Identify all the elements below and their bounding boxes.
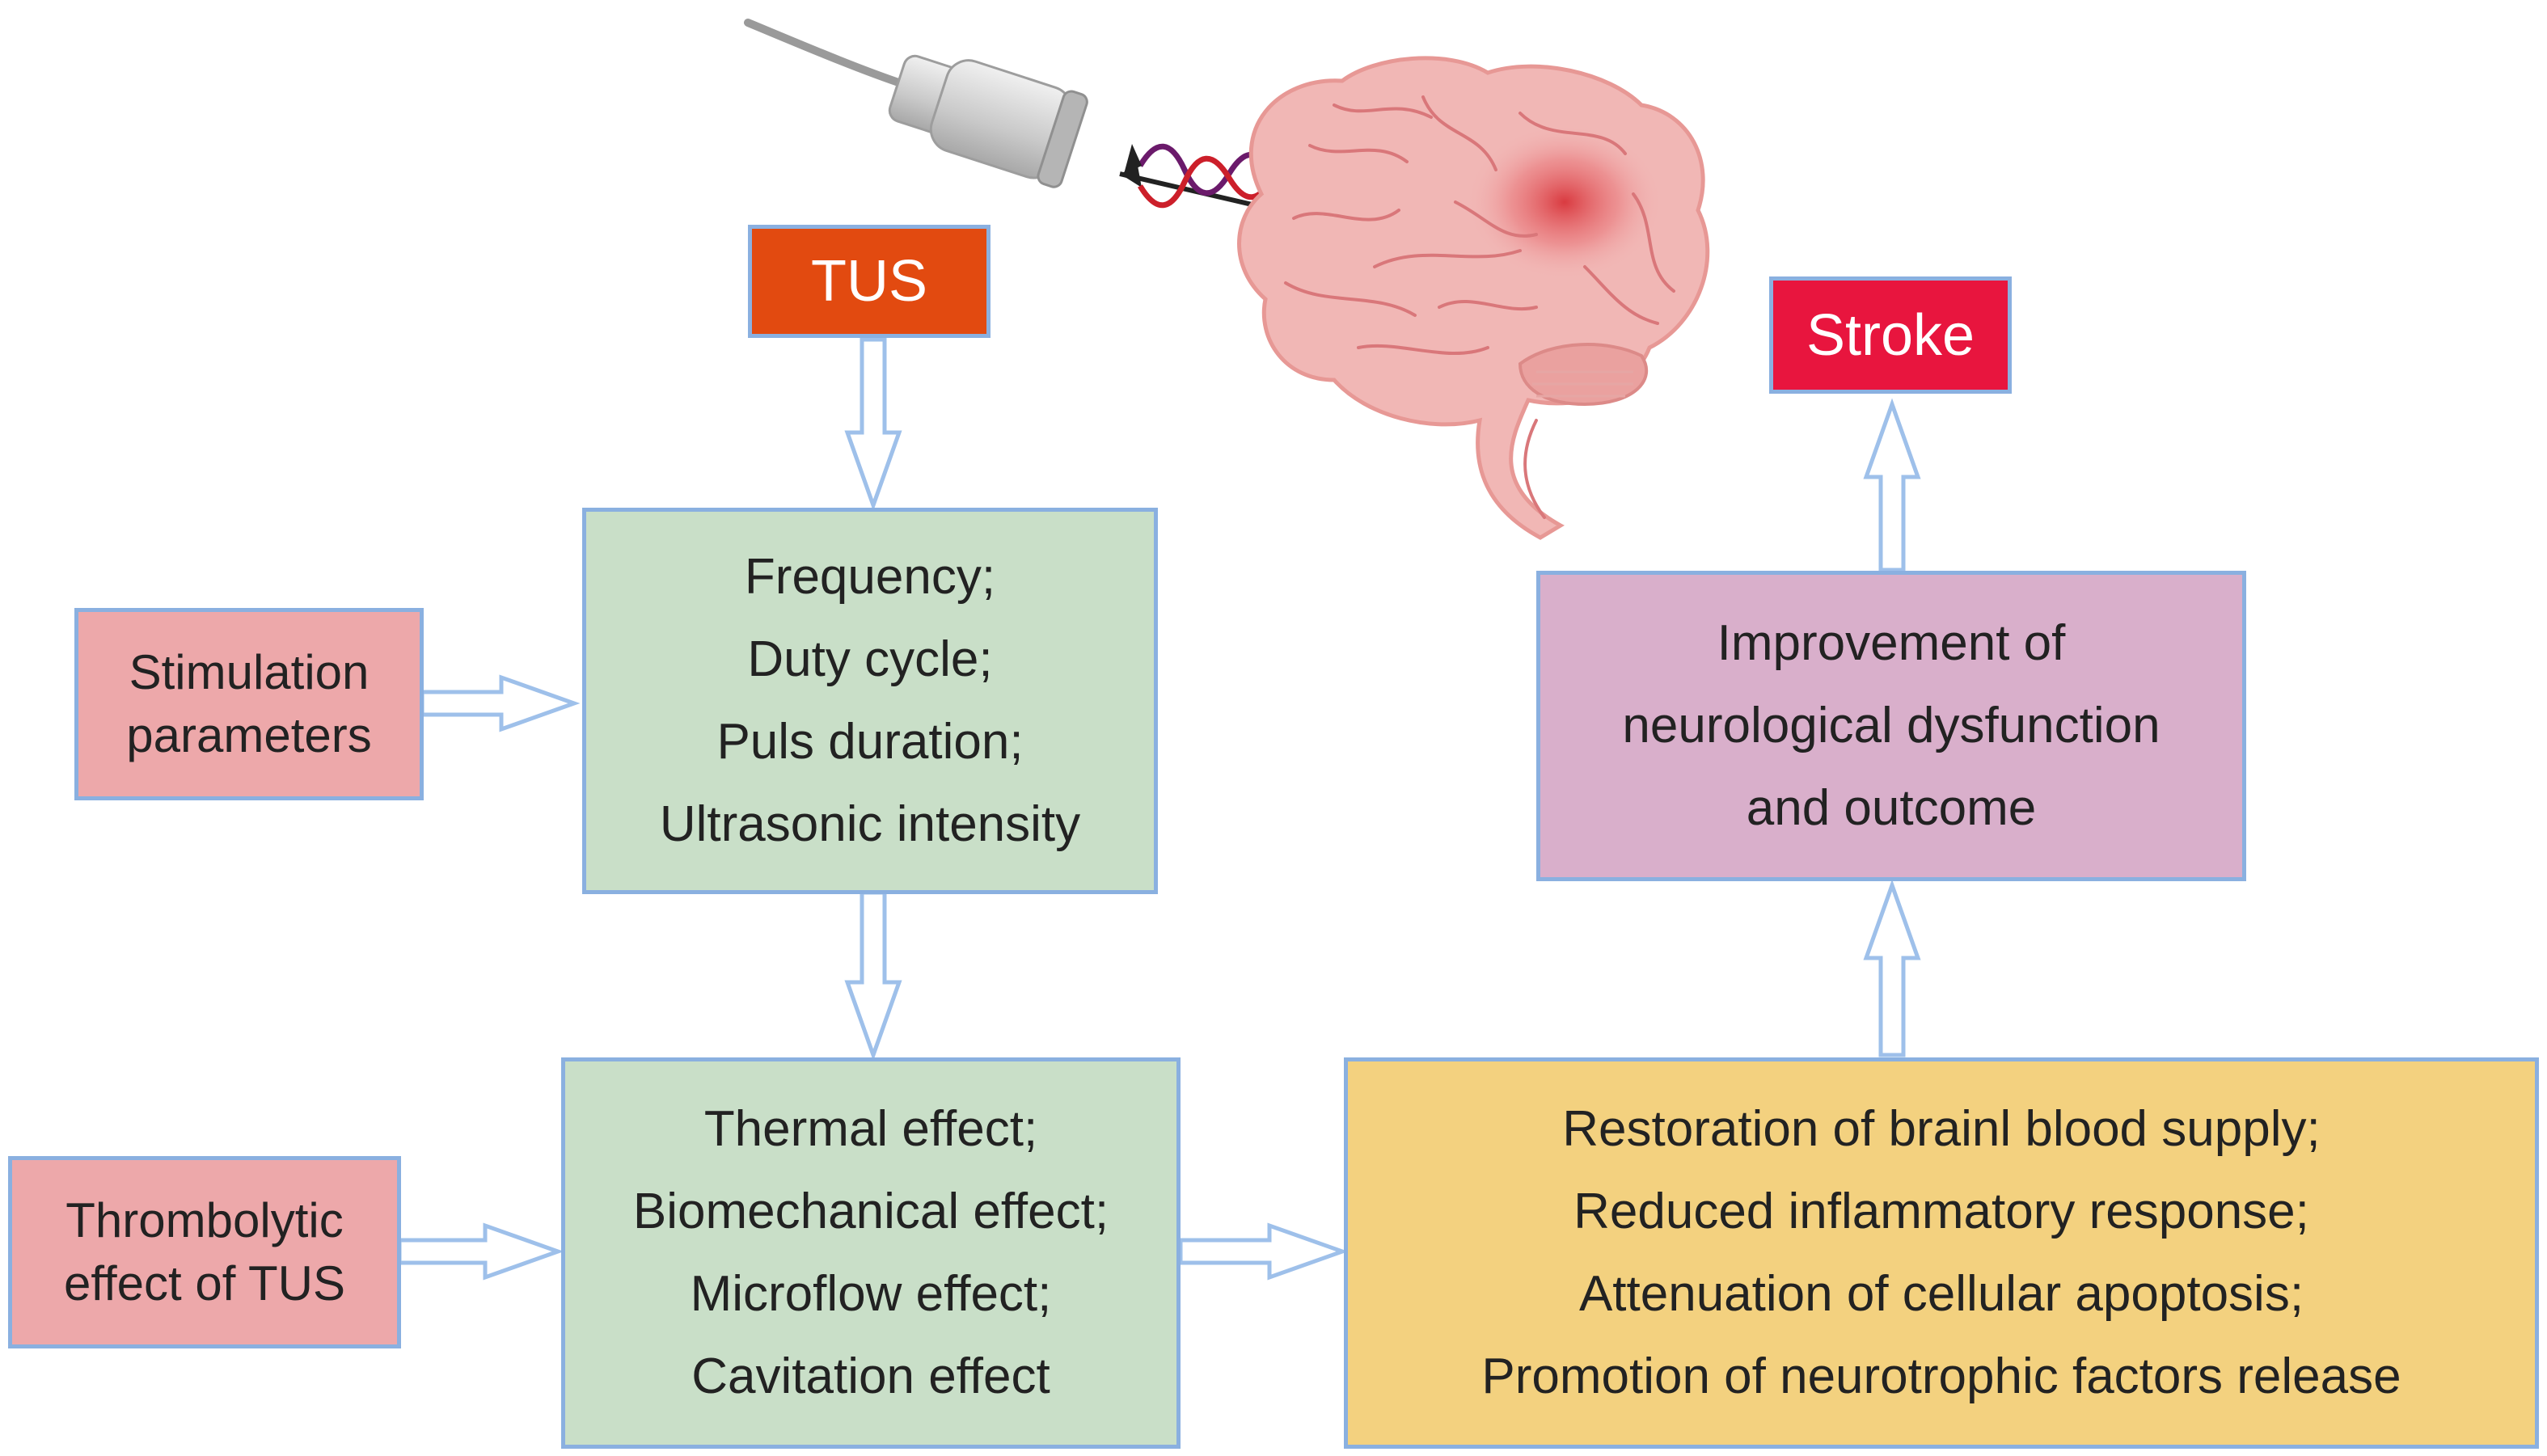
mechanism-neurotrophic: Promotion of neurotrophic factors releas… <box>1481 1348 2401 1404</box>
stimulation-line-2: parameters <box>126 708 372 762</box>
mechanism-blood-supply: Restoration of brainl blood supply; <box>1562 1101 2321 1157</box>
stroke-box: Stroke <box>1769 276 2012 394</box>
arrow-effects-to-mechanisms <box>1178 1222 1349 1281</box>
brain-icon <box>1237 56 1710 540</box>
outcome-line-1: Improvement of <box>1717 615 2066 671</box>
tus-label: TUS <box>811 249 927 314</box>
effect-cavitation: Cavitation effect <box>691 1348 1050 1404</box>
arrow-tus-to-parameters <box>844 337 902 512</box>
stimulation-parameters-box: Stimulation parameters <box>74 608 424 800</box>
mechanism-apoptosis: Attenuation of cellular apoptosis; <box>1578 1266 2304 1322</box>
parameter-ultrasonic-intensity: Ultrasonic intensity <box>659 796 1081 852</box>
effects-box: Thermal effect; Biomechanical effect; Mi… <box>561 1057 1181 1449</box>
thrombolytic-effect-box: Thrombolytic effect of TUS <box>8 1156 401 1348</box>
mechanisms-box: Restoration of brainl blood supply; Redu… <box>1344 1057 2539 1449</box>
outcome-box: Improvement of neurological dysfunction … <box>1536 571 2246 881</box>
effect-microflow: Microflow effect; <box>690 1266 1052 1322</box>
arrow-parameters-to-effects <box>844 890 902 1061</box>
stroke-label: Stroke <box>1806 302 1975 368</box>
arrow-outcome-to-stroke <box>1863 398 1921 572</box>
parameter-duty-cycle: Duty cycle; <box>747 631 993 687</box>
effect-thermal: Thermal effect; <box>703 1101 1038 1157</box>
outcome-line-3: and outcome <box>1746 780 2037 836</box>
parameter-frequency: Frequency; <box>744 549 996 605</box>
parameter-puls-duration: Puls duration; <box>716 714 1024 770</box>
tus-box: TUS <box>748 225 990 338</box>
arrow-thrombolytic-to-effects <box>397 1222 564 1281</box>
thrombolytic-line-2: effect of TUS <box>64 1256 345 1310</box>
effect-biomechanical: Biomechanical effect; <box>632 1184 1109 1239</box>
arrow-mechanisms-to-outcome <box>1863 879 1921 1057</box>
thrombolytic-line-1: Thrombolytic <box>65 1193 344 1247</box>
stimulation-line-1: Stimulation <box>129 645 370 699</box>
parameters-box: Frequency; Duty cycle; Puls duration; Ul… <box>582 508 1158 894</box>
ultrasound-probe-icon <box>744 19 1088 188</box>
outcome-line-2: neurological dysfunction <box>1622 698 2161 753</box>
arrow-stimulation-to-parameters <box>420 674 581 732</box>
mechanism-inflammatory: Reduced inflammatory response; <box>1573 1184 2309 1239</box>
